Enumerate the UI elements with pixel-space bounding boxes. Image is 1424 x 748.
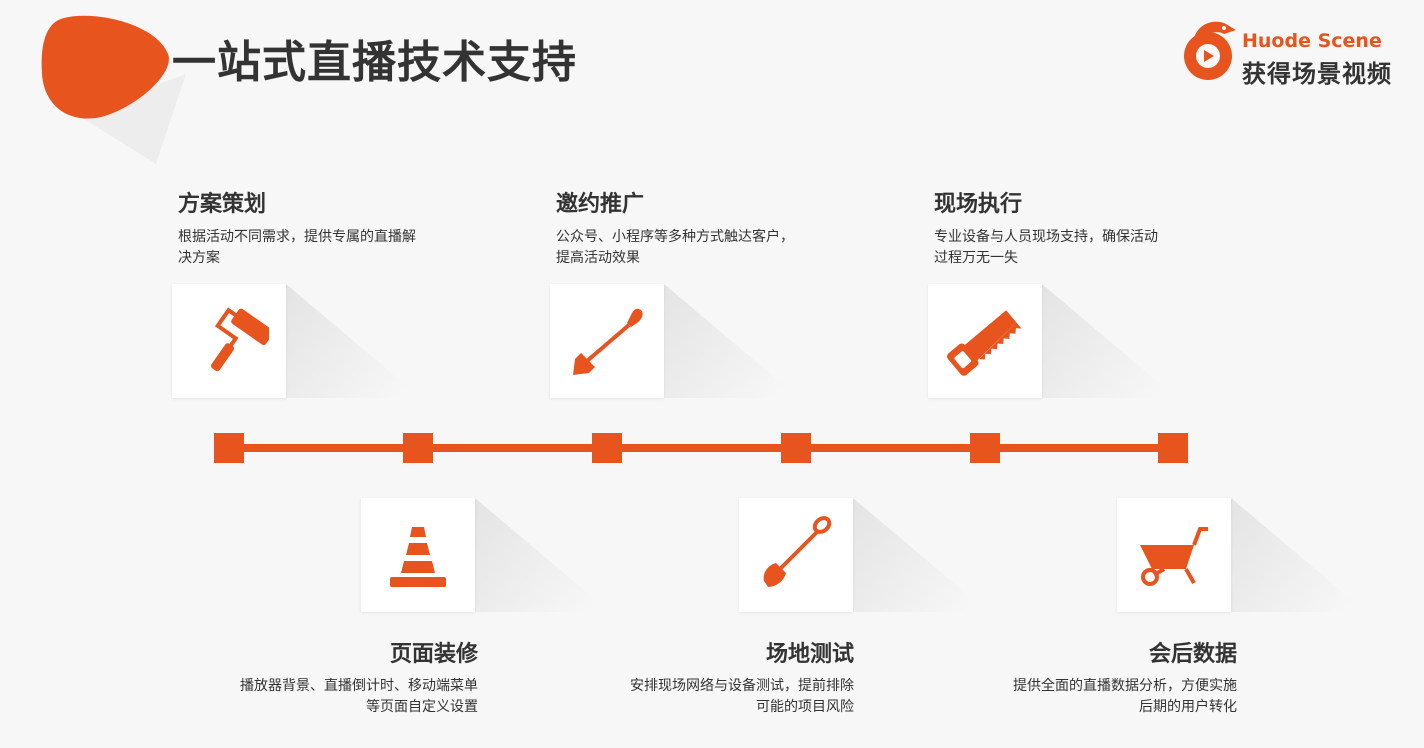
- timeline-node: [781, 433, 811, 463]
- card-post-event-data: [1117, 498, 1366, 612]
- decorative-orange-blob: [41, 15, 186, 164]
- timeline-node: [592, 433, 622, 463]
- trowel-icon: [573, 308, 643, 375]
- stage-desc-line: 等页面自定义设置: [366, 699, 478, 715]
- traffic-cone-icon: [390, 527, 446, 587]
- card-venue-test: [739, 498, 988, 612]
- paint-roller-icon: [211, 307, 269, 372]
- stage-desc-line: 根据活动不同需求，提供专属的直播解: [178, 229, 416, 245]
- stage-desc-line: 可能的项目风险: [756, 699, 854, 715]
- card-execution: [928, 284, 1177, 398]
- card-long-shadow: [286, 284, 421, 398]
- stage-desc-line: 专业设备与人员现场支持，确保活动: [934, 229, 1158, 245]
- stage-desc-line: 后期的用户转化: [1139, 699, 1237, 715]
- card-promotion: [550, 284, 799, 398]
- stage-title-post-event-data: 会后数据: [1148, 642, 1237, 667]
- stage-desc-planning: 根据活动不同需求，提供专属的直播解 决方案: [178, 227, 416, 269]
- stage-desc-promotion: 公众号、小程序等多种方式触达客户， 提高活动效果: [556, 227, 794, 269]
- stage-desc-line: 提高活动效果: [556, 250, 640, 266]
- card-planning: [172, 284, 421, 398]
- card-long-shadow: [664, 284, 799, 398]
- logo-chinese-name: 获得场景视频: [1242, 60, 1392, 88]
- stage-title-execution: 现场执行: [934, 192, 1023, 217]
- page-title: 一站式直播技术支持: [172, 37, 577, 88]
- card-long-shadow: [853, 498, 988, 612]
- timeline-line: [228, 444, 1174, 452]
- stage-title-planning: 方案策划: [178, 192, 267, 217]
- stage-title-page-design: 页面装修: [389, 642, 478, 667]
- logo-english-name: Huode Scene: [1242, 30, 1382, 52]
- hand-saw-icon: [946, 310, 1022, 376]
- timeline-node: [970, 433, 1000, 463]
- card-long-shadow: [1231, 498, 1366, 612]
- stage-desc-page-design: 播放器背景、直播倒计时、移动端菜单 等页面自定义设置: [178, 676, 478, 718]
- stage-desc-line: 决方案: [178, 250, 220, 266]
- stage-desc-line: 提供全面的直播数据分析，方便实施: [1013, 678, 1237, 694]
- stage-desc-line: 过程万无一失: [934, 250, 1018, 266]
- stage-desc-line: 公众号、小程序等多种方式触达客户，: [556, 229, 794, 245]
- stage-desc-execution: 专业设备与人员现场支持，确保活动 过程万无一失: [934, 227, 1158, 269]
- timeline-node: [403, 433, 433, 463]
- stage-desc-line: 播放器背景、直播倒计时、移动端菜单: [240, 678, 478, 694]
- stage-title-promotion: 邀约推广: [556, 192, 645, 217]
- shovel-icon: [763, 516, 832, 587]
- stage-desc-post-event-data: 提供全面的直播数据分析，方便实施 后期的用户转化: [937, 676, 1237, 718]
- chameleon-logo-icon: [1184, 21, 1236, 80]
- card-long-shadow: [475, 498, 610, 612]
- stage-title-venue-test: 场地测试: [765, 642, 854, 667]
- timeline-node: [1158, 433, 1188, 463]
- card-long-shadow: [1042, 284, 1177, 398]
- stage-desc-venue-test: 安排现场网络与设备测试，提前排除 可能的项目风险: [554, 676, 854, 718]
- timeline-node: [214, 433, 244, 463]
- card-page-design: [361, 498, 610, 612]
- wheelbarrow-icon: [1140, 527, 1208, 586]
- brand-logo: Huode Scene 获得场景视频: [1180, 16, 1400, 88]
- stage-desc-line: 安排现场网络与设备测试，提前排除: [630, 678, 854, 694]
